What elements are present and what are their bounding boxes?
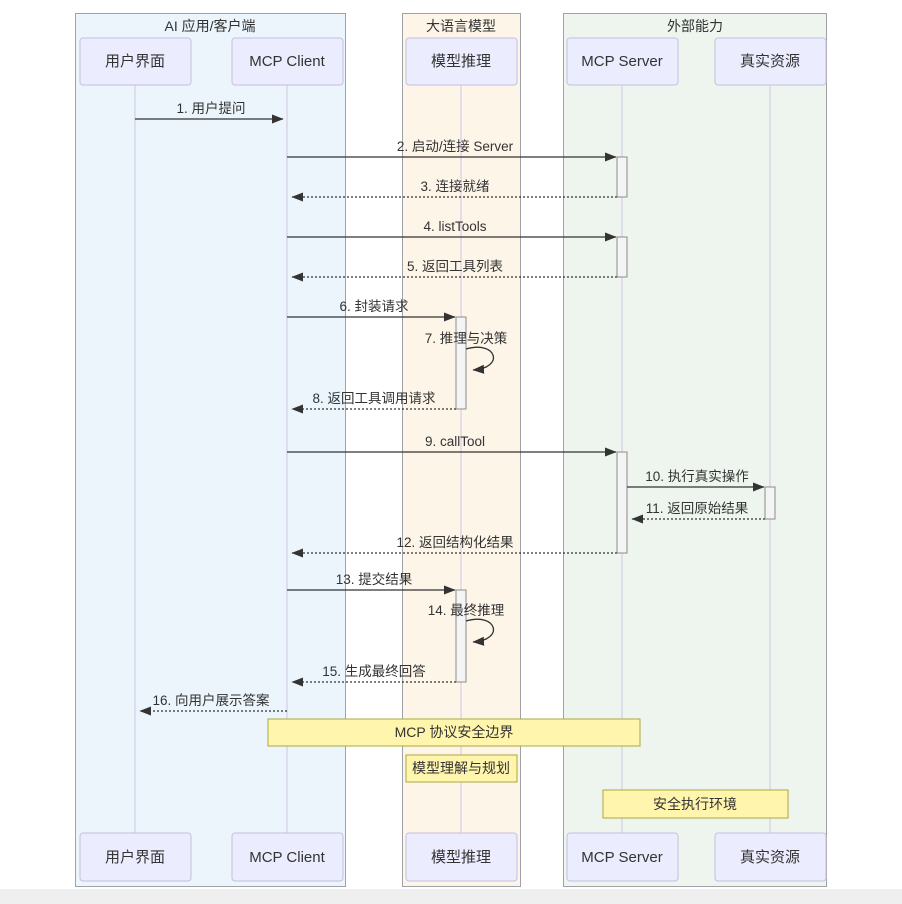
message-9-label: 9. callTool xyxy=(425,434,485,449)
actor-box xyxy=(79,832,192,882)
message-15-label: 15. 生成最终回答 xyxy=(322,663,426,679)
message-6-label: 6. 封装请求 xyxy=(339,299,409,314)
actor-box xyxy=(231,832,344,882)
message-11-label: 11. 返回原始结果 xyxy=(646,501,749,516)
note-model-planning: 模型理解与规划 xyxy=(405,754,518,783)
note-mcp-boundary-box xyxy=(267,718,641,747)
actor-box xyxy=(231,37,344,86)
message-6: 6. 封装请求 xyxy=(287,299,456,322)
note-secure-env-box xyxy=(602,789,789,819)
actor-box xyxy=(405,37,518,86)
participant-bottom-mcp-server: MCP Server xyxy=(566,832,679,882)
actor-box xyxy=(405,832,518,882)
note-model-planning-box xyxy=(405,754,518,783)
message-5-label: 5. 返回工具列表 xyxy=(407,259,504,274)
message-15: 15. 生成最终回答 xyxy=(291,663,456,687)
group-llm-title: 大语言模型 xyxy=(426,18,496,34)
participant-top-real-resource: 真实资源 xyxy=(714,37,827,86)
message-3: 3. 连接就绪 xyxy=(291,178,617,202)
message-16-label: 16. 向用户展示答案 xyxy=(152,692,270,708)
activation-mcp-server-3 xyxy=(616,451,628,554)
participant-bottom-mcp-client: MCP Client xyxy=(231,832,344,882)
message-10: 10. 执行真实操作 xyxy=(627,469,765,492)
participant-top-mcp-server: MCP Server xyxy=(566,37,679,86)
activation-mcp-server-2 xyxy=(616,236,628,278)
actor-label: MCP Server xyxy=(581,849,662,866)
message-11: 11. 返回原始结果 xyxy=(631,501,765,524)
actor-label: 模型推理 xyxy=(431,849,491,866)
message-7: 7. 推理与决策 xyxy=(425,330,508,374)
actor-label: 模型推理 xyxy=(431,53,491,70)
message-7-label: 7. 推理与决策 xyxy=(425,330,508,346)
actor-label: MCP Server xyxy=(581,53,662,70)
group-external-box xyxy=(563,13,827,887)
message-2-label: 2. 启动/连接 Server xyxy=(397,138,514,154)
participant-top-mcp-client: MCP Client xyxy=(231,37,344,86)
message-8: 8. 返回工具调用请求 xyxy=(291,391,456,414)
message-13: 13. 提交结果 xyxy=(287,571,456,595)
message-7-self-loop xyxy=(465,346,494,374)
participant-bottom-real-resource: 真实资源 xyxy=(714,832,827,882)
actor-box xyxy=(566,37,679,86)
note-model-planning-label: 模型理解与规划 xyxy=(412,760,510,776)
activation-model-inference-1 xyxy=(455,316,467,410)
group-ai-client-box xyxy=(75,13,346,887)
message-14-label: 14. 最终推理 xyxy=(428,603,505,618)
note-secure-env-label: 安全执行环境 xyxy=(653,796,737,812)
actor-label: MCP Client xyxy=(249,849,325,866)
message-5: 5. 返回工具列表 xyxy=(291,259,617,282)
message-4-label: 4. listTools xyxy=(423,219,486,234)
message-2: 2. 启动/连接 Server xyxy=(287,138,617,162)
message-13-label: 13. 提交结果 xyxy=(336,571,413,587)
page-footer-strip xyxy=(0,889,902,904)
actor-box xyxy=(79,37,192,86)
note-secure-env: 安全执行环境 xyxy=(602,789,789,819)
message-1-label: 1. 用户提问 xyxy=(176,100,245,116)
actor-label: 用户界面 xyxy=(105,53,165,70)
message-9: 9. callTool xyxy=(287,434,617,457)
actor-label: 真实资源 xyxy=(740,52,800,70)
message-10-label: 10. 执行真实操作 xyxy=(645,469,749,484)
actor-box xyxy=(714,37,827,86)
activation-real-resource-1 xyxy=(764,486,776,520)
participant-top-user-interface: 用户界面 xyxy=(79,37,192,86)
group-external-title: 外部能力 xyxy=(667,18,723,34)
message-3-label: 3. 连接就绪 xyxy=(420,178,489,194)
message-14: 14. 最终推理 xyxy=(428,603,505,646)
actor-box xyxy=(714,832,827,882)
group-ai-client-title: AI 应用/客户端 xyxy=(164,18,255,34)
message-8-label: 8. 返回工具调用请求 xyxy=(312,391,436,406)
message-16: 16. 向用户展示答案 xyxy=(139,692,287,716)
note-mcp-boundary: MCP 协议安全边界 xyxy=(267,718,641,747)
participant-bottom-model-inference: 模型推理 xyxy=(405,832,518,882)
message-12: 12. 返回结构化结果 xyxy=(291,535,617,558)
actor-label: 真实资源 xyxy=(740,848,800,866)
note-mcp-boundary-label: MCP 协议安全边界 xyxy=(395,724,514,740)
participant-top-model-inference: 模型推理 xyxy=(405,37,518,86)
message-4: 4. listTools xyxy=(287,219,617,242)
actor-label: 用户界面 xyxy=(105,849,165,866)
activation-model-inference-2 xyxy=(455,589,467,683)
actor-label: MCP Client xyxy=(249,53,325,70)
actor-box xyxy=(566,832,679,882)
message-12-label: 12. 返回结构化结果 xyxy=(396,535,514,550)
message-14-self-loop xyxy=(465,618,494,646)
message-1: 1. 用户提问 xyxy=(135,100,284,124)
participant-bottom-user-interface: 用户界面 xyxy=(79,832,192,882)
activation-mcp-server-1 xyxy=(616,156,628,198)
